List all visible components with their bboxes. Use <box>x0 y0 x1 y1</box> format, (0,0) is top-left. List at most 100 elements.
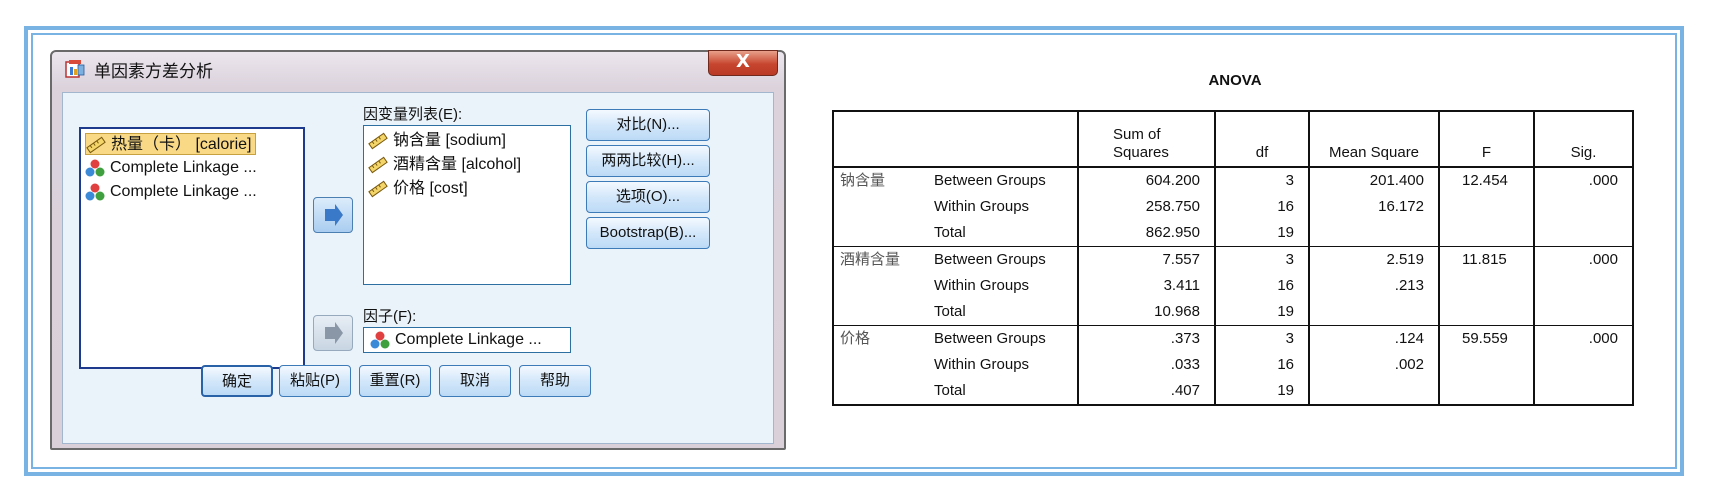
header-source <box>928 110 1079 168</box>
source-cell: Between Groups <box>928 246 1079 273</box>
f-cell <box>1438 352 1535 378</box>
variable-cell: 酒精含量 <box>832 246 928 273</box>
source-cell: Total <box>928 378 1079 406</box>
factor-value: Complete Linkage ... <box>370 329 542 351</box>
factor-label: 因子(F): <box>363 308 417 325</box>
list-item-label: Complete Linkage ... <box>110 183 257 200</box>
list-item-label: 热量（卡） [calorie] <box>111 136 252 153</box>
variable-cell <box>832 194 928 220</box>
dependent-variable-list[interactable]: 钠含量 [sodium] 酒精含量 [alcohol] 价格 [cost] <box>363 125 571 285</box>
list-item-alcohol[interactable]: 酒精含量 [alcohol] <box>368 154 521 176</box>
arrow-right-icon <box>325 204 343 226</box>
list-item-label: 酒精含量 [alcohol] <box>393 156 522 173</box>
variable-cell <box>832 352 928 378</box>
list-item-label: 价格 [cost] <box>393 180 468 197</box>
source-cell: Between Groups <box>928 167 1079 194</box>
sig-cell <box>1533 194 1634 220</box>
sig-cell <box>1533 299 1634 326</box>
list-item-cluster-2[interactable]: Complete Linkage ... <box>85 181 257 203</box>
mean-square-cell: 2.519 <box>1308 246 1440 273</box>
variable-cell <box>832 299 928 326</box>
post-hoc-button[interactable]: 两两比较(H)... <box>586 145 710 177</box>
contrasts-button[interactable]: 对比(N)... <box>586 109 710 141</box>
source-variable-list[interactable]: 热量（卡） [calorie] Complete Linkage ... Com… <box>79 127 305 369</box>
nominal-variable-icon <box>85 159 105 177</box>
header-variable <box>832 110 928 168</box>
header-mean-square: Mean Square <box>1308 110 1440 168</box>
anova-table: Sum of Squares df Mean Square F Sig. 钠含量… <box>832 110 1634 406</box>
sum-of-squares-cell: 10.968 <box>1077 299 1216 326</box>
sum-of-squares-cell: .033 <box>1077 352 1216 378</box>
source-cell: Within Groups <box>928 194 1079 220</box>
f-cell: 59.559 <box>1438 325 1535 352</box>
reset-button[interactable]: 重置(R) <box>359 365 431 397</box>
source-cell: Total <box>928 299 1079 326</box>
f-cell <box>1438 378 1535 406</box>
mean-square-cell <box>1308 378 1440 406</box>
anova-header-row: Sum of Squares df Mean Square F Sig. <box>832 110 1634 168</box>
bootstrap-button[interactable]: Bootstrap(B)... <box>586 217 710 249</box>
list-item-cost[interactable]: 价格 [cost] <box>368 178 468 200</box>
spss-app-icon <box>65 60 85 78</box>
help-button[interactable]: 帮助 <box>519 365 591 397</box>
df-cell: 19 <box>1214 378 1310 406</box>
mean-square-cell: 16.172 <box>1308 194 1440 220</box>
list-item-cluster-1[interactable]: Complete Linkage ... <box>85 157 257 179</box>
sig-cell: .000 <box>1533 246 1634 273</box>
header-sum-of-squares: Sum of Squares <box>1077 110 1216 168</box>
mean-square-cell: .002 <box>1308 352 1440 378</box>
mean-square-cell: 201.400 <box>1308 167 1440 194</box>
df-cell: 19 <box>1214 220 1310 247</box>
list-item-label: 钠含量 [sodium] <box>393 132 506 149</box>
one-way-anova-dialog: 单因素方差分析 X 热量（卡） [calorie] Complete Linka… <box>50 50 786 450</box>
source-cell: Within Groups <box>928 273 1079 299</box>
arrow-right-icon <box>325 322 343 344</box>
ok-button[interactable]: 确定 <box>201 365 273 397</box>
ruler-scale-icon <box>368 132 388 150</box>
variable-cell: 钠含量 <box>832 167 928 194</box>
header-sig: Sig. <box>1533 110 1634 168</box>
sig-cell <box>1533 378 1634 406</box>
title-bar[interactable]: 单因素方差分析 X <box>52 50 784 86</box>
cancel-button[interactable]: 取消 <box>439 365 511 397</box>
variable-cell <box>832 220 928 247</box>
f-cell <box>1438 273 1535 299</box>
mean-square-cell <box>1308 299 1440 326</box>
sum-of-squares-cell: .373 <box>1077 325 1216 352</box>
sum-of-squares-cell: 604.200 <box>1077 167 1216 194</box>
move-to-factor-button[interactable] <box>313 315 353 351</box>
dialog-title: 单因素方差分析 <box>94 62 213 82</box>
list-item-sodium[interactable]: 钠含量 [sodium] <box>368 130 506 152</box>
sig-cell: .000 <box>1533 325 1634 352</box>
f-cell <box>1438 194 1535 220</box>
list-item-calorie[interactable]: 热量（卡） [calorie] <box>85 133 257 155</box>
df-cell: 16 <box>1214 194 1310 220</box>
f-cell <box>1438 299 1535 326</box>
factor-value-label: Complete Linkage ... <box>395 331 542 348</box>
variable-cell <box>832 378 928 406</box>
sig-cell <box>1533 352 1634 378</box>
outer-frame <box>24 26 1684 476</box>
variable-cell: 价格 <box>832 325 928 352</box>
move-to-dependent-button[interactable] <box>313 197 353 233</box>
anova-title: ANOVA <box>1208 72 1262 89</box>
dependent-list-label: 因变量列表(E): <box>363 106 463 123</box>
options-button[interactable]: 选项(O)... <box>586 181 710 213</box>
close-button[interactable]: X <box>708 50 778 76</box>
sig-cell: .000 <box>1533 167 1634 194</box>
ruler-scale-icon <box>86 136 106 154</box>
header-df: df <box>1214 110 1310 168</box>
list-item-label: Complete Linkage ... <box>110 159 257 176</box>
dialog-client-area: 热量（卡） [calorie] Complete Linkage ... Com… <box>62 92 774 444</box>
paste-button[interactable]: 粘贴(P) <box>279 365 351 397</box>
nominal-variable-icon <box>370 331 390 349</box>
factor-field[interactable]: Complete Linkage ... <box>363 327 571 353</box>
variable-cell <box>832 273 928 299</box>
